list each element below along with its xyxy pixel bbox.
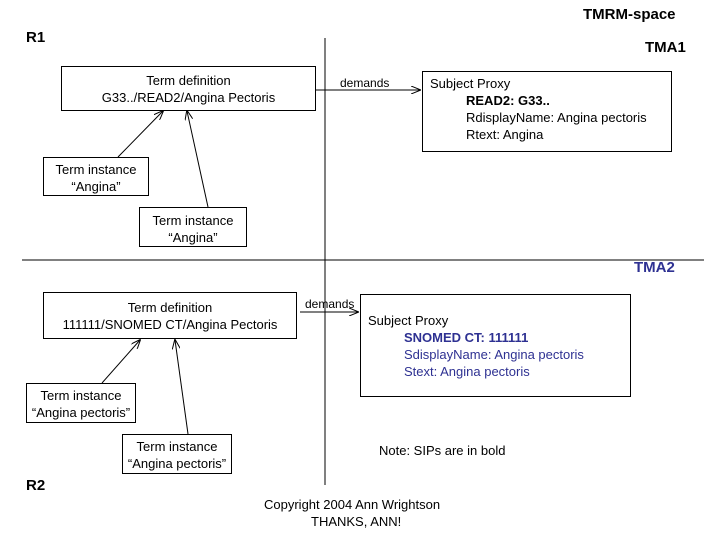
top-term-instance-2-value: “Angina” (168, 230, 218, 245)
thanks-text: THANKS, ANN! (311, 514, 402, 529)
bottom-instance2-arrow (175, 340, 189, 435)
top-term-instance-1-box: Term instance “Angina” (43, 157, 149, 196)
region-tma1-label: TMA1 (645, 39, 686, 56)
bottom-term-definition-box: Term definition 111111/SNOMED CT/Angina … (43, 292, 297, 339)
bottom-subject-proxy-sip: SNOMED CT: 111111 (404, 330, 529, 345)
top-subject-proxy-sip: READ2: G33.. (466, 93, 550, 108)
bottom-term-instance-2-value: “Angina pectoris” (127, 456, 227, 471)
top-term-instance-2-box: Term instance “Angina” (139, 207, 247, 247)
top-subject-proxy-box: Subject Proxy READ2: G33.. RdisplayName:… (422, 71, 672, 152)
bottom-subject-proxy-title: Subject Proxy (368, 313, 449, 328)
top-term-instance-1-value: “Angina” (71, 179, 121, 194)
bottom-instance1-arrow (101, 340, 140, 384)
top-term-definition-code: G33../READ2/Angina Pectoris (101, 90, 276, 105)
top-term-instance-2-title: Term instance (152, 213, 234, 228)
bottom-subject-proxy-box: Subject Proxy SNOMED CT: 111111 Sdisplay… (360, 294, 631, 397)
bottom-term-definition-title: Term definition (127, 300, 213, 315)
top-demands-label: demands (340, 76, 390, 90)
top-term-instance-1-title: Term instance (55, 162, 137, 177)
top-subject-proxy-title: Subject Proxy (430, 76, 511, 91)
tmrm-space-title: TMRM-space (583, 6, 676, 23)
top-term-definition-title: Term definition (146, 73, 231, 88)
bottom-term-instance-1-box: Term instance “Angina pectoris” (26, 383, 136, 423)
region-tma2-label: TMA2 (634, 259, 675, 276)
top-term-definition-box: Term definition G33../READ2/Angina Pecto… (61, 66, 316, 111)
region-r2-label: R2 (26, 477, 46, 494)
sip-note: Note: SIPs are in bold (379, 443, 506, 458)
bottom-subject-proxy-display-name: SdisplayName: Angina pectoris (404, 347, 584, 362)
top-subject-proxy-text: Rtext: Angina (466, 127, 544, 142)
top-subject-proxy-display-name: RdisplayName: Angina pectoris (466, 110, 647, 125)
bottom-demands-label: demands (305, 297, 355, 311)
bottom-subject-proxy-text: Stext: Angina pectoris (404, 364, 530, 379)
top-instance1-arrow (117, 111, 163, 158)
bottom-term-instance-2-box: Term instance “Angina pectoris” (122, 434, 232, 474)
region-r1-label: R1 (26, 29, 46, 46)
bottom-term-definition-code: 111111/SNOMED CT/Angina Pectoris (62, 317, 278, 332)
copyright-text: Copyright 2004 Ann Wrightson (264, 497, 441, 512)
bottom-term-instance-1-title: Term instance (40, 388, 122, 403)
bottom-term-instance-2-title: Term instance (136, 439, 218, 454)
bottom-term-instance-1-value: “Angina pectoris” (31, 405, 131, 420)
top-instance2-arrow (187, 111, 209, 208)
